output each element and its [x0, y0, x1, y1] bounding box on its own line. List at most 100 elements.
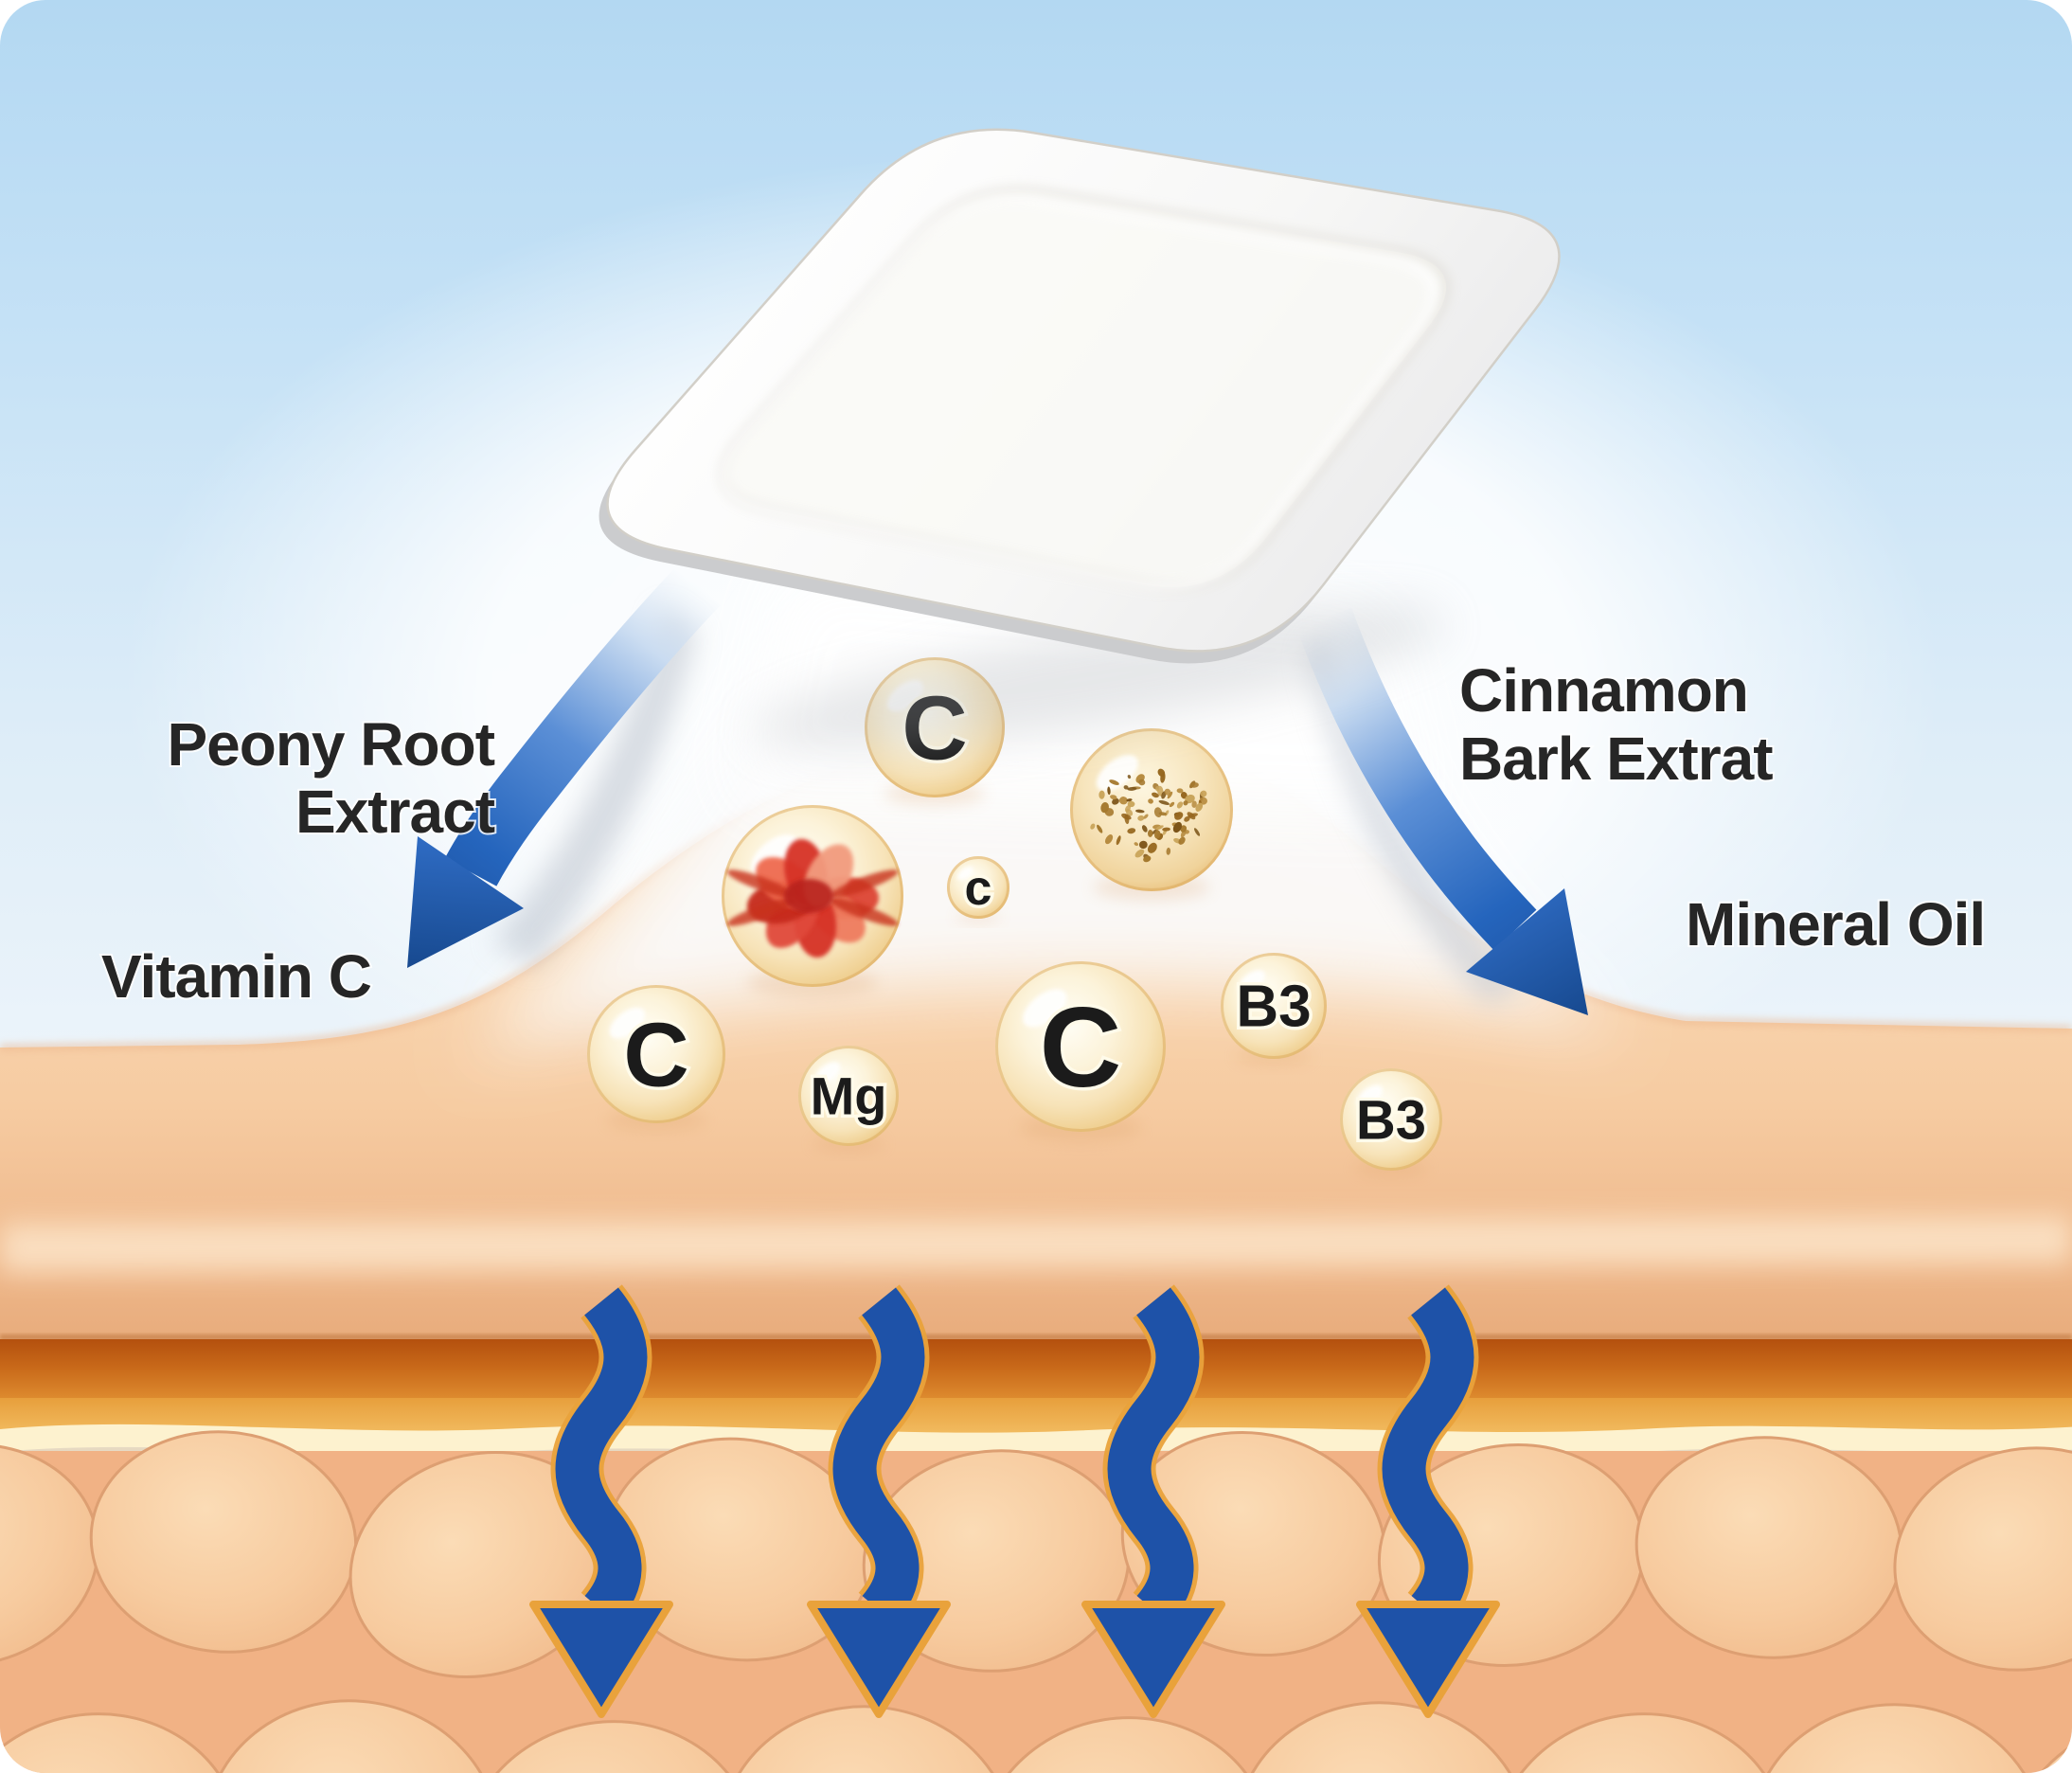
- patch-inner-pad: [723, 190, 1447, 587]
- peony-center: [784, 879, 833, 913]
- absorption-arrow-down: [1081, 1284, 1225, 1718]
- bubble-peony-petals: [722, 805, 903, 997]
- peony-petal-spike: [726, 869, 795, 898]
- cinnamon-speck: [1151, 829, 1158, 835]
- label-cinnamon-line2: Bark Extrat: [1459, 725, 1773, 793]
- dermis-cell: [1234, 1701, 1531, 1773]
- cinnamon-speck: [1155, 825, 1164, 831]
- cinnamon-speck: [1090, 823, 1096, 830]
- dermis-cell: [0, 1712, 243, 1773]
- cinnamon-speck: [1104, 808, 1115, 816]
- arrow-head: [807, 1601, 951, 1718]
- cinnamon-speck: [1137, 815, 1145, 821]
- cinnamon-speck: [1154, 830, 1161, 839]
- cinnamon-speck: [1127, 828, 1136, 834]
- cosmetic-patch: [598, 128, 1561, 750]
- cinnamon-speck: [1158, 812, 1168, 816]
- peony-flower: [726, 838, 899, 958]
- bubble-gloss: [814, 1062, 841, 1085]
- bubble-label: Mg: [811, 1066, 887, 1126]
- bubble-rim: [1221, 953, 1327, 1059]
- cinnamon-speck: [1180, 792, 1188, 799]
- cinnamon-speck: [1138, 779, 1146, 786]
- bubble-label: C: [623, 1005, 688, 1106]
- dermis-cells-row2: [0, 1699, 2072, 1773]
- dermis-cell: [976, 1716, 1274, 1773]
- cinnamon-speck: [1099, 790, 1105, 799]
- funnel-left-shade: [492, 606, 697, 966]
- label-cinnamon-line1: Cinnamon: [1459, 656, 1748, 725]
- arrow-shaft: [555, 1287, 648, 1624]
- cinnamon-speck: [1104, 834, 1114, 845]
- bubble-gloss: [609, 1007, 646, 1039]
- dermis-cell: [1491, 1712, 1789, 1773]
- arrow-shaft: [832, 1287, 925, 1624]
- cinnamon-speck: [1107, 786, 1111, 796]
- bubble-gloss: [1356, 1084, 1384, 1108]
- skin-highlight-band: [0, 1216, 2072, 1273]
- cinnamon-speck: [1112, 797, 1119, 805]
- cinnamon-speck: [1191, 800, 1197, 808]
- cinnamon-speck: [1127, 786, 1137, 791]
- cinnamon-speck: [1123, 785, 1129, 790]
- cinnamon-speck: [1109, 779, 1119, 785]
- cinnamon-speck: [1147, 842, 1157, 853]
- patch-shadow: [752, 604, 1445, 750]
- cinnamon-speck: [1152, 792, 1159, 798]
- cinnamon-speck: [1155, 786, 1160, 792]
- arrow-head: [1356, 1601, 1500, 1718]
- bubble-label: C: [1040, 984, 1122, 1111]
- cinnamon-speck: [1176, 801, 1184, 809]
- cinnamon-speck: [1167, 791, 1173, 799]
- bubble-gloss: [1238, 970, 1265, 994]
- cinnamon-speck: [1190, 782, 1199, 788]
- bubble-rim: [995, 961, 1166, 1132]
- cinnamon-speck: [1184, 815, 1190, 822]
- bubble-rim: [1070, 728, 1233, 891]
- bubble-rim: [587, 985, 725, 1123]
- bubble-label: c: [965, 861, 992, 916]
- bubble-label: B3: [1236, 975, 1311, 1040]
- cinnamon-speck: [1097, 824, 1103, 833]
- bubble-vitamin-c-left: C: [587, 985, 725, 1132]
- skin-crease-line: [0, 1334, 2072, 1340]
- cinnamon-speck: [1195, 802, 1204, 812]
- cinnamon-speck: [1135, 809, 1145, 814]
- arrow-shaft: [1382, 1287, 1474, 1624]
- cinnamon-speck: [1164, 788, 1171, 796]
- dermis-cell: [1893, 1446, 2072, 1672]
- cinnamon-speck: [1176, 788, 1184, 794]
- bubble-rim: [947, 856, 1009, 919]
- peony-petal-spike: [830, 898, 899, 926]
- arrow-shaft: [1107, 1287, 1200, 1624]
- arrow-left-head: [407, 836, 524, 968]
- bubble-vitamin-b3-lower: B3: [1340, 1068, 1442, 1176]
- bubble-label: B3: [1356, 1089, 1426, 1151]
- cinnamon-speck: [1172, 821, 1183, 833]
- cinnamon-speck: [1148, 798, 1153, 804]
- cinnamon-speck: [1134, 842, 1139, 847]
- arrow-head: [529, 1601, 673, 1718]
- cinnamon-speck: [1166, 847, 1171, 855]
- peony-petal-spike: [830, 869, 899, 898]
- cinnamon-speck: [1158, 799, 1170, 805]
- cinnamon-speck: [1183, 800, 1188, 806]
- arrow-left-shaft: [444, 564, 721, 886]
- patch-inner-highlight: [720, 193, 1438, 591]
- cinnamon-speck-cluster: [1090, 768, 1207, 863]
- cinnamon-speck: [1110, 795, 1117, 800]
- dermis-dark-band: [0, 1339, 2072, 1398]
- cinnamon-speck: [1143, 855, 1152, 863]
- cinnamon-speck: [1116, 835, 1121, 846]
- cinnamon-speck: [1178, 836, 1186, 845]
- ingredient-arrow-left: [407, 564, 721, 968]
- cinnamon-speck: [1174, 812, 1184, 820]
- cinnamon-speck: [1160, 772, 1166, 783]
- cinnamon-speck: [1180, 825, 1188, 833]
- label-mineral-oil: Mineral Oil: [1686, 890, 1985, 958]
- arrow-right-shaft: [1295, 607, 1537, 951]
- cinnamon-speck: [1162, 827, 1170, 832]
- bubble-rim: [722, 805, 903, 987]
- label-peony-root-line2: Extract: [295, 778, 495, 846]
